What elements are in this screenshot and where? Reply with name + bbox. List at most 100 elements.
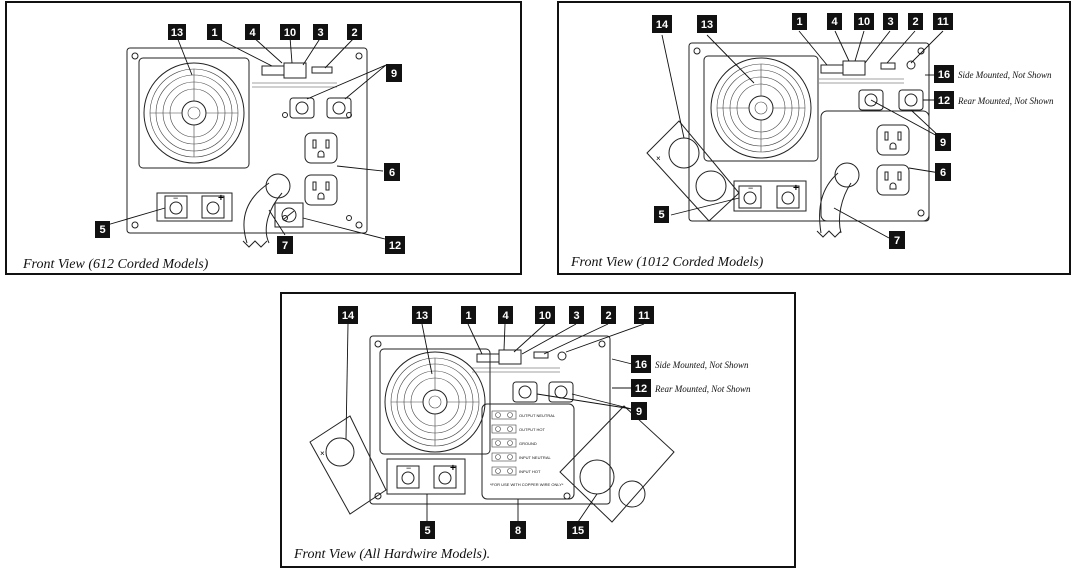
svg-text:6: 6 — [389, 167, 395, 179]
caption-all-hardwire: Front View (All Hardwire Models). — [294, 547, 491, 562]
svg-text:12: 12 — [938, 95, 950, 107]
reset-button-pair — [512, 381, 574, 403]
terminal-label-input-neutral: INPUT NEUTRAL — [519, 455, 551, 460]
callout-9: 9 — [631, 402, 647, 420]
callout-6: 6 — [384, 163, 400, 181]
battery-terminals — [733, 180, 807, 212]
svg-text:×: × — [320, 449, 325, 458]
cooling-fan — [379, 348, 491, 455]
svg-text:9: 9 — [636, 406, 642, 418]
battery-negative-symbol: − — [748, 183, 753, 193]
svg-text:3: 3 — [317, 27, 323, 39]
svg-text:14: 14 — [342, 310, 355, 322]
battery-negative-symbol: − — [406, 463, 411, 473]
caption-1012-corded: Front View (1012 Corded Models) — [571, 255, 764, 270]
panel-612-corded: − + 13 1 4 10 — [5, 1, 522, 275]
svg-text:2: 2 — [912, 16, 918, 28]
svg-text:12: 12 — [635, 383, 647, 395]
svg-text:11: 11 — [937, 16, 949, 28]
reset-button-pair — [289, 97, 352, 119]
svg-text:10: 10 — [858, 16, 870, 28]
svg-text:1: 1 — [211, 27, 217, 39]
svg-text:1: 1 — [796, 16, 802, 28]
battery-positive-symbol: + — [793, 183, 799, 194]
leader-lines — [345, 323, 645, 523]
callout-12: 12 — [631, 379, 651, 397]
battery-positive-symbol: + — [218, 193, 224, 204]
callout-3: 3 — [313, 24, 328, 40]
callout-7: 7 — [277, 236, 293, 254]
svg-text:5: 5 — [658, 209, 664, 221]
callout-11: 11 — [634, 306, 654, 324]
terminal-labels: OUTPUT NEUTRAL OUTPUT HOT GROUND INPUT N… — [490, 413, 564, 487]
ac-outlets — [820, 110, 930, 222]
terminal-copper-wire-note: *FOR USE WITH COPPER WIRE ONLY* — [490, 482, 564, 487]
svg-text:5: 5 — [99, 224, 105, 236]
callout-2: 2 — [908, 13, 923, 30]
cooling-fan — [138, 57, 250, 169]
callout-1: 1 — [461, 306, 476, 324]
svg-text:4: 4 — [249, 27, 256, 39]
callout-10: 10 — [280, 24, 300, 40]
svg-text:13: 13 — [171, 27, 183, 39]
svg-text:16: 16 — [938, 69, 950, 81]
svg-text:×: × — [656, 154, 661, 163]
power-cord — [816, 162, 860, 238]
panel-1012-corded: × − + — [557, 1, 1071, 275]
panel-all-hardwire: OUTPUT NEUTRAL OUTPUT HOT GROUND INPUT N… — [280, 292, 796, 568]
power-cord — [242, 173, 291, 248]
callout-2: 2 — [601, 306, 616, 324]
callout-10: 10 — [854, 13, 874, 30]
callout-3: 3 — [883, 13, 898, 30]
battery-terminals — [386, 458, 466, 495]
callout-16: 16 — [934, 65, 954, 83]
callout-14: 14 — [652, 15, 672, 33]
svg-text:13: 13 — [416, 310, 428, 322]
svg-text:2: 2 — [605, 310, 611, 322]
callout-13: 13 — [168, 24, 186, 40]
callout-6: 6 — [935, 163, 951, 181]
callout-3: 3 — [569, 306, 584, 324]
terminal-label-input-hot: INPUT HOT — [519, 469, 541, 474]
callout-16: 16 — [631, 355, 651, 373]
svg-text:10: 10 — [539, 310, 551, 322]
circuit-breaker — [274, 202, 304, 228]
svg-text:2: 2 — [351, 27, 357, 39]
dip-switch-area — [472, 349, 567, 373]
callout-12: 12 — [385, 236, 405, 254]
chassis-612 — [126, 47, 368, 234]
chassis-1012 — [688, 42, 930, 222]
svg-text:4: 4 — [502, 310, 509, 322]
caption-612-corded: Front View (612 Corded Models) — [23, 257, 209, 272]
callout-10: 10 — [535, 306, 555, 324]
svg-text:8: 8 — [515, 525, 521, 537]
callout-4: 4 — [827, 13, 842, 30]
reset-button-pair — [858, 89, 924, 111]
battery-terminals — [156, 192, 233, 222]
diagram-all-hardwire: OUTPUT NEUTRAL OUTPUT HOT GROUND INPUT N… — [309, 306, 751, 539]
terminal-label-output-hot: OUTPUT HOT — [519, 427, 545, 432]
callout-15: 15 — [567, 521, 589, 539]
battery-negative-symbol: − — [173, 193, 178, 203]
note-side-mounted: Side Mounted, Not Shown — [655, 360, 749, 370]
note-side-mounted: Side Mounted, Not Shown — [958, 70, 1052, 80]
ac-outlets — [304, 132, 338, 206]
callout-4: 4 — [245, 24, 260, 40]
svg-text:3: 3 — [573, 310, 579, 322]
terminal-label-output-neutral: OUTPUT NEUTRAL — [519, 413, 556, 418]
dip-switch-area — [819, 60, 916, 84]
knockout-plate-left: × — [309, 415, 387, 515]
callout-1: 1 — [792, 13, 807, 30]
svg-text:15: 15 — [572, 525, 584, 537]
svg-text:13: 13 — [701, 19, 713, 31]
callout-8: 8 — [510, 521, 526, 539]
callout-2: 2 — [347, 24, 362, 40]
callout-14: 14 — [338, 306, 358, 324]
svg-text:9: 9 — [940, 137, 946, 149]
callout-4: 4 — [498, 306, 513, 324]
svg-text:7: 7 — [282, 240, 288, 252]
svg-text:12: 12 — [389, 240, 401, 252]
svg-text:16: 16 — [635, 359, 647, 371]
diagram-1012-corded: × − + — [646, 13, 1054, 249]
svg-text:10: 10 — [284, 27, 296, 39]
